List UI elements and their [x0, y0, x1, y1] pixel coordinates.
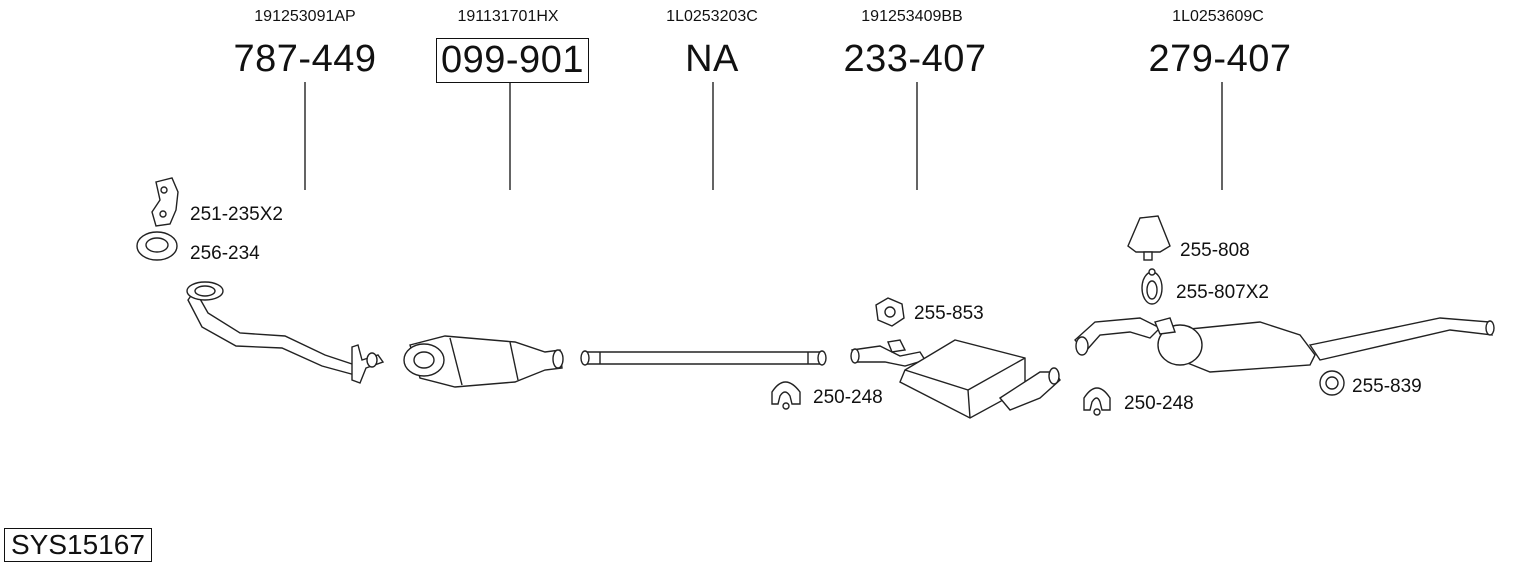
- part-number-na[interactable]: NA: [685, 38, 739, 80]
- accessory-label-255-808[interactable]: 255-808: [1180, 240, 1250, 261]
- oem-code-099-901: 191131701HX: [457, 8, 559, 25]
- mount-icon-255-853: [875, 297, 905, 327]
- accessory-label-251-235x2[interactable]: 251-235X2: [190, 204, 283, 225]
- hanger-ring-icon-255-807: [1141, 268, 1163, 305]
- accessory-label-250-248-b[interactable]: 250-248: [1124, 393, 1194, 414]
- catalytic-converter: [403, 335, 564, 388]
- accessory-label-255-853[interactable]: 255-853: [914, 303, 984, 324]
- accessory-label-255-839[interactable]: 255-839: [1352, 376, 1422, 397]
- clamp-icon-250-248-b: [1083, 387, 1111, 416]
- part-number-233-407[interactable]: 233-407: [843, 38, 987, 80]
- part-number-279-407[interactable]: 279-407: [1148, 38, 1292, 80]
- accessory-label-256-234[interactable]: 256-234: [190, 243, 260, 264]
- rubber-mount-icon-255-808: [1127, 215, 1171, 261]
- front-pipe: [186, 281, 385, 384]
- part-number-099-901[interactable]: 099-901: [436, 38, 589, 83]
- oem-code-279-407: 1L0253609C: [1172, 8, 1264, 25]
- oem-code-233-407: 191253409BB: [861, 8, 963, 25]
- rear-muffler: [1074, 317, 1495, 373]
- accessory-label-250-248-a[interactable]: 250-248: [813, 387, 883, 408]
- oem-code-787-449: 191253091AP: [254, 8, 356, 25]
- part-number-787-449[interactable]: 787-449: [233, 38, 377, 80]
- oem-code-na: 1L0253203C: [666, 8, 758, 25]
- clamp-icon-250-248-a: [771, 381, 801, 410]
- hanger-icon-251-235: [151, 177, 179, 227]
- gasket-icon-256-234: [136, 231, 178, 261]
- ring-icon-255-839: [1319, 370, 1345, 396]
- system-code: SYS15167: [4, 528, 152, 562]
- accessory-label-255-807x2[interactable]: 255-807X2: [1176, 282, 1269, 303]
- center-muffler: [850, 339, 1061, 419]
- intermediate-pipe: [580, 350, 827, 366]
